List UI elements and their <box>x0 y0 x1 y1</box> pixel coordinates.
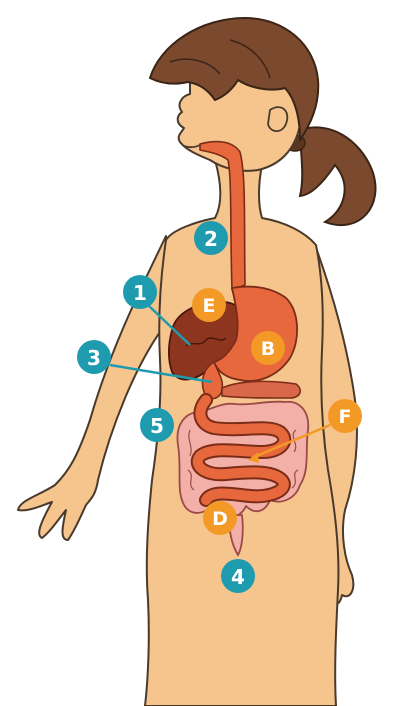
label-2: 2 <box>194 221 228 255</box>
label-e: E <box>192 288 226 322</box>
label-5-text: 5 <box>150 414 164 438</box>
label-b-text: B <box>261 338 275 360</box>
label-d-text: D <box>212 508 228 530</box>
label-f: F <box>328 399 362 433</box>
label-4-text: 4 <box>231 565 245 589</box>
label-f-text: F <box>339 406 352 428</box>
label-3-text: 3 <box>87 346 101 370</box>
label-2-text: 2 <box>204 227 218 251</box>
ponytail <box>285 127 375 225</box>
label-e-text: E <box>203 295 216 317</box>
label-3: 3 <box>77 340 111 374</box>
label-4: 4 <box>221 559 255 593</box>
label-b: B <box>251 331 285 365</box>
label-d: D <box>203 501 237 535</box>
label-1-text: 1 <box>133 281 147 305</box>
label-5: 5 <box>140 408 174 442</box>
label-1: 1 <box>123 275 157 309</box>
